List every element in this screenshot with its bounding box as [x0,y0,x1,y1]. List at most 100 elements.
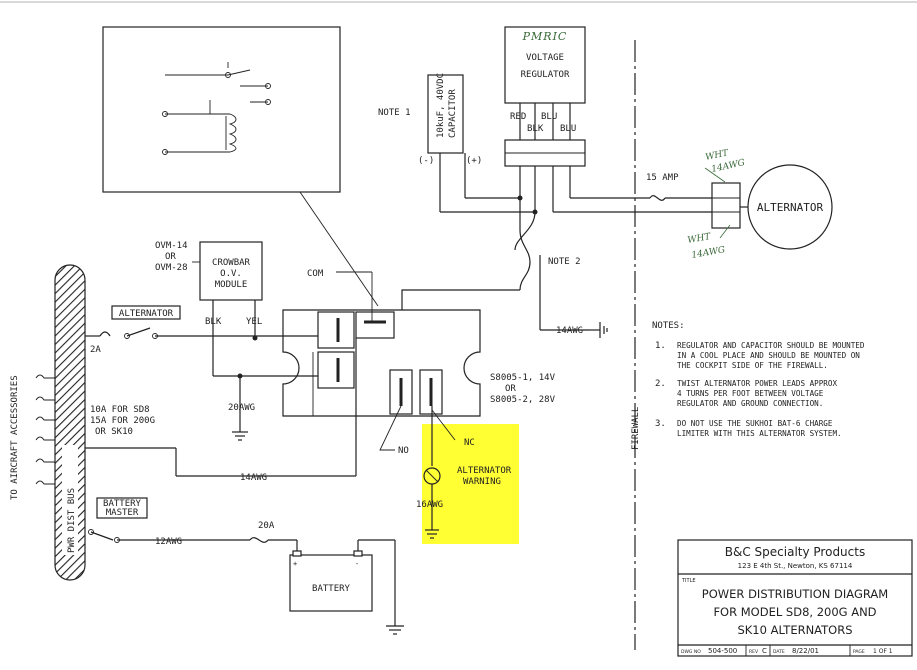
fuse-20a-label: 20A [258,521,275,531]
wire-14awg-label: 14AWG [240,473,267,483]
alternator-switch-amp-label: 2A [90,345,101,355]
breaker-label-line1: 10A FOR SD8 [90,405,150,415]
bus-label-background [62,445,78,555]
note-1-line1: REGULATOR AND CAPACITOR SHOULD BE MOUNTE… [677,341,865,350]
wire-12awg-label: 12AWG [155,537,182,547]
ground-14awg [590,322,608,338]
fuse-15-amp [649,195,712,201]
note-2-number: 2. [655,379,666,389]
relay-detail-box [102,26,341,193]
notes-section: NOTES: 1. REGULATOR AND CAPACITOR SHOULD… [652,321,865,438]
drawing-title-line1: POWER DISTRIBUTION DIAGRAM [702,587,888,601]
note-2-line3: REGULATOR AND GROUND CONNECTION. [677,399,823,408]
dvm-label-line3: OVM-28 [155,263,188,273]
regulator-label-line2: REGULATOR [521,70,570,80]
ground-20awg-label: 20AWG [228,403,255,413]
note-3-line1: DO NOT USE THE SUKHOI BAT-6 CHARGE [677,419,833,428]
dvm-label-line1: OVM-14 [155,241,188,251]
wire-blk-label: BLK [527,124,544,134]
note-1-ref: NOTE 1 [378,108,411,118]
dwg-no-label: DWG NO [681,649,701,655]
bus-label: PWR DIST BUS [67,488,77,553]
warning-awg-label: 16AWG [416,500,443,510]
fuse-15-amp-label: 15 AMP [646,173,679,183]
wire-red-label: RED [510,112,526,122]
breaker-label-line3: OR SK10 [95,427,133,437]
notes-heading: NOTES: [652,321,685,331]
breaker-label-line2: 15A FOR 200G [90,416,155,426]
date-label: DATE [773,649,785,655]
crowbar-module: CROWBAR O.V. MODULE BLK YEL [199,241,263,376]
company-address: 123 E 4th St., Newton, KS 67114 [738,562,853,570]
note-2-line1: TWIST ALTERNATOR POWER LEADS APPROX [677,379,837,388]
battery-master-line1: BATTERY [103,499,142,509]
rev-value: C [762,647,767,655]
alternator-warning-lamp [423,406,456,539]
relay-part-line1: S8005-1, 14V [490,373,556,383]
warning-label-line1: ALTERNATOR [457,466,512,476]
battery-master-line2: MASTER [106,508,139,518]
note-2-line2: 4 TURNS PER FOOT BETWEEN VOLTAGE [677,389,824,398]
dvm-label-line2: OR [165,252,176,262]
capacitor-value-label: 10kuF, 40VDC [436,73,446,138]
battery-label: BATTERY [312,584,351,594]
no-label: NO [398,446,409,456]
alternator-warning-highlight [422,424,519,544]
main-14awg-wire [85,338,357,477]
alternator-switch [85,327,318,341]
voltage-regulator: PMRIC VOLTAGE REGULATOR RED BLU BLK BLU [504,26,586,167]
drawing-title-line3: SK10 ALTERNATORS [737,623,852,637]
detail-leader-line [299,191,379,307]
battery: + - BATTERY [289,539,404,635]
title-field-label: TITLE [681,578,696,584]
relay-part-line3: S8005-2, 28V [490,395,556,405]
alternator-switch-label: ALTERNATOR [119,309,174,319]
junction-dot [517,195,523,201]
handwritten-wht-bottom: WHT [687,232,712,246]
battery-master-label-box [96,497,148,519]
wire-blu2-label: BLU [560,124,576,134]
note-3-number: 3. [655,419,666,429]
note-1-line2: IN A COOL PLACE AND SHOULD BE MOUNTED ON [677,351,860,360]
capacitor-type-label: CAPACITOR [448,89,458,138]
nc-label: NC [464,438,475,448]
handwritten-wht-top: WHT [705,148,731,163]
regulator-label-line1: VOLTAGE [526,53,564,63]
note-1-number: 1. [655,341,666,351]
capacitor-minus-label: (-) [418,156,434,166]
handwritten-awg-bottom: 14AWG [691,245,726,261]
alternator: ALTERNATOR [711,164,833,250]
rev-label: REV [749,649,759,655]
company-name: B&C Specialty Products [725,545,865,559]
firewall-label: FIREWALL [631,407,641,450]
crowbar-yel-label: YEL [246,317,262,327]
warning-label-line2: WARNING [463,477,501,487]
fuse-20a [249,537,298,553]
alternator-switch-label-box [111,305,181,320]
battery-master-switch [88,529,250,543]
page-value: 1 OF 1 [873,648,893,655]
note-3-line2: LIMITER WITH THIS ALTERNATOR SYSTEM. [677,429,842,438]
alternator-label: ALTERNATOR [757,201,824,214]
date-value: 8/22/01 [792,647,819,655]
regulator-handwritten-label: PMRIC [522,30,568,43]
crowbar-line3: MODULE [215,280,248,290]
crowbar-ground [213,373,318,441]
svg-text:+: + [293,560,297,568]
svg-text:-: - [355,560,359,568]
handwritten-arrow [719,224,731,239]
relay-body [282,309,481,417]
wire-blu-label: BLU [541,112,557,122]
note-1-line3: THE COCKPIT SIDE OF THE FIREWALL. [677,361,828,370]
title-block: B&C Specialty Products 123 E 4th St., Ne… [677,539,913,657]
crowbar-line2: O.V. [220,269,242,279]
capacitor-plus-label: (+) [466,156,482,166]
crowbar-line1: CROWBAR [212,258,251,268]
note-2-ref: NOTE 2 [548,257,581,267]
relay-part-line2: OR [505,384,516,394]
dwg-no-value: 504-500 [708,647,737,655]
accessories-label: TO AIRCRAFT ACCESSORIES [10,375,20,500]
drawing-title-line2: FOR MODEL SD8, 200G AND [713,605,876,619]
ground-14awg-label: 14AWG [556,326,583,336]
